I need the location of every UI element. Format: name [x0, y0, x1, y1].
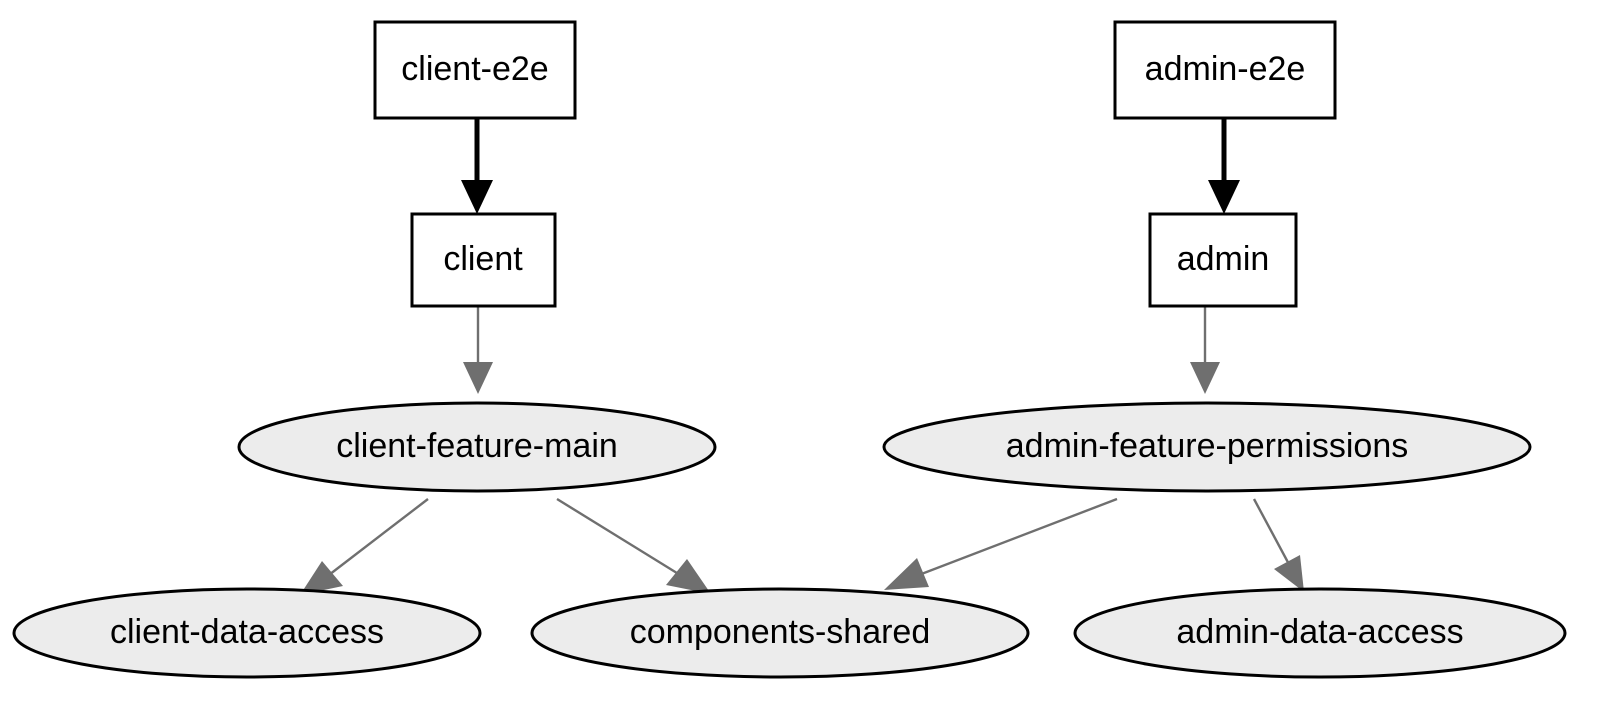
edge-admin-e2e-to-admin	[1208, 119, 1240, 214]
edge-client-e2e-to-client	[461, 119, 493, 214]
edge-admin-feature-permissions-to-admin-data-access	[1252, 498, 1304, 592]
edge-admin-to-admin-feature-permissions	[1190, 306, 1220, 394]
node-admin-data-access[interactable]: admin-data-access	[1073, 587, 1567, 679]
edge-client-feature-main-to-client-data-access	[300, 498, 429, 595]
edge-client-feature-main-to-components-shared	[556, 497, 711, 594]
node-components-shared[interactable]: components-shared	[530, 587, 1030, 679]
node-admin[interactable]: admin	[1148, 212, 1298, 308]
node-client-data-access[interactable]: client-data-access	[12, 587, 482, 679]
node-client[interactable]: client	[410, 212, 557, 308]
node-admin-e2e[interactable]: admin-e2e	[1113, 20, 1337, 120]
node-admin-feature-permissions[interactable]: admin-feature-permissions	[882, 401, 1532, 493]
node-client-e2e[interactable]: client-e2e	[373, 20, 577, 120]
node-client-feature-main[interactable]: client-feature-main	[237, 401, 717, 493]
edge-client-to-client-feature-main	[463, 306, 493, 394]
edge-admin-feature-permissions-to-components-shared	[884, 497, 1118, 590]
